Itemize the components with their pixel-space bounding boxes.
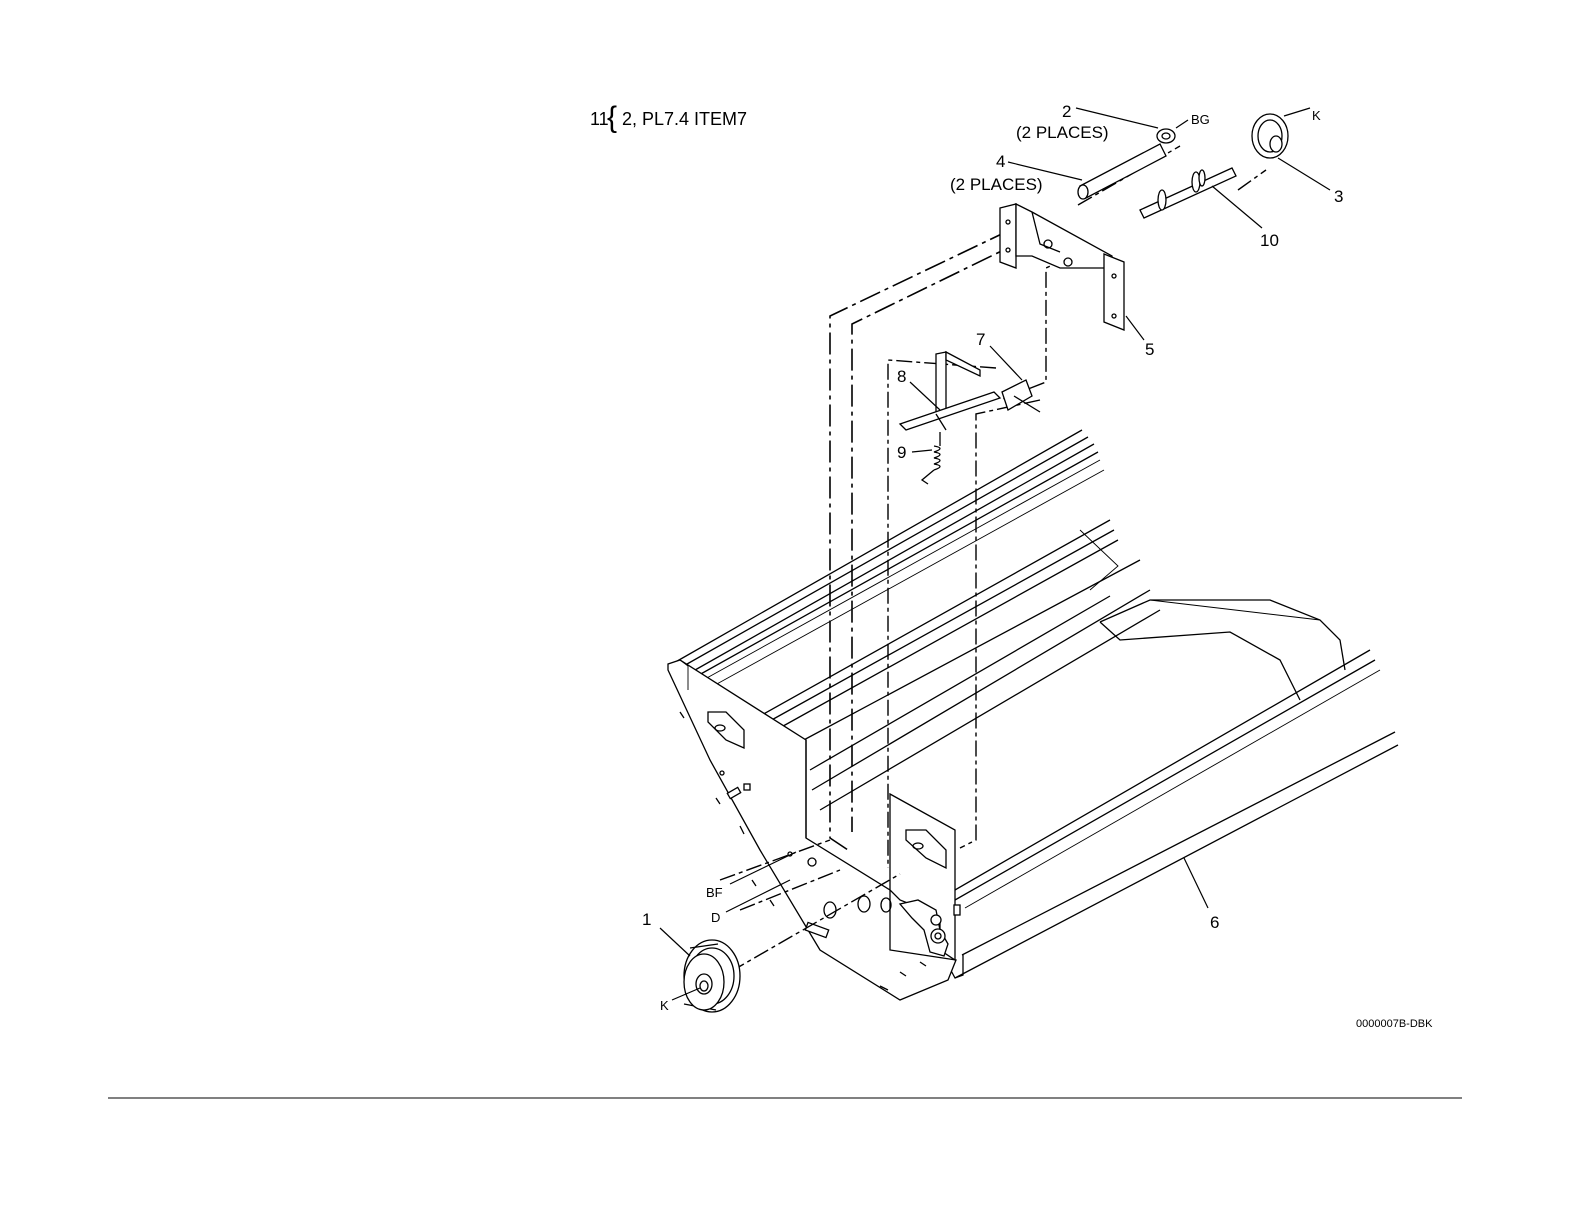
callout-10: 10: [1260, 231, 1279, 250]
lever-8: [900, 352, 1000, 430]
callout-6: 6: [1210, 913, 1219, 932]
callout-8: 8: [897, 367, 906, 386]
gear-3: [1252, 114, 1288, 158]
callout-9: 9: [897, 443, 906, 462]
reference-letters: BG K BF D K: [660, 108, 1321, 1013]
top-right-bracket-5: [1000, 204, 1124, 330]
figure-code: 0000007B-DBK: [1356, 1018, 1433, 1030]
callout-2: 2: [1062, 102, 1071, 121]
callout-4: 4: [996, 152, 1005, 171]
letter-d: D: [711, 910, 720, 925]
callout-1: 1: [642, 910, 651, 929]
callout-4-places: (2 PLACES): [950, 175, 1043, 194]
note-block: 11 { 2, PL7.4 ITEM7: [590, 101, 747, 134]
bushing-4: [1078, 144, 1166, 199]
letter-k-top: K: [1312, 108, 1321, 123]
note-prefix: 11: [590, 109, 609, 129]
spring-9: [922, 432, 940, 484]
shaft-10: [1140, 168, 1236, 218]
note-brace: {: [607, 101, 617, 134]
letter-bf: BF: [706, 885, 723, 900]
gear-1: [684, 940, 740, 1012]
ring-2: [1157, 129, 1175, 143]
letter-k-bottom: K: [660, 998, 669, 1013]
callout-3: 3: [1334, 187, 1343, 206]
callout-5: 5: [1145, 340, 1154, 359]
letter-bg: BG: [1191, 112, 1210, 127]
note-text: 2, PL7.4 ITEM7: [622, 109, 747, 129]
callout-2-places: (2 PLACES): [1016, 123, 1109, 142]
housing-assembly: [668, 430, 1398, 1000]
bracket-7: [1002, 380, 1040, 412]
callout-7: 7: [976, 330, 985, 349]
